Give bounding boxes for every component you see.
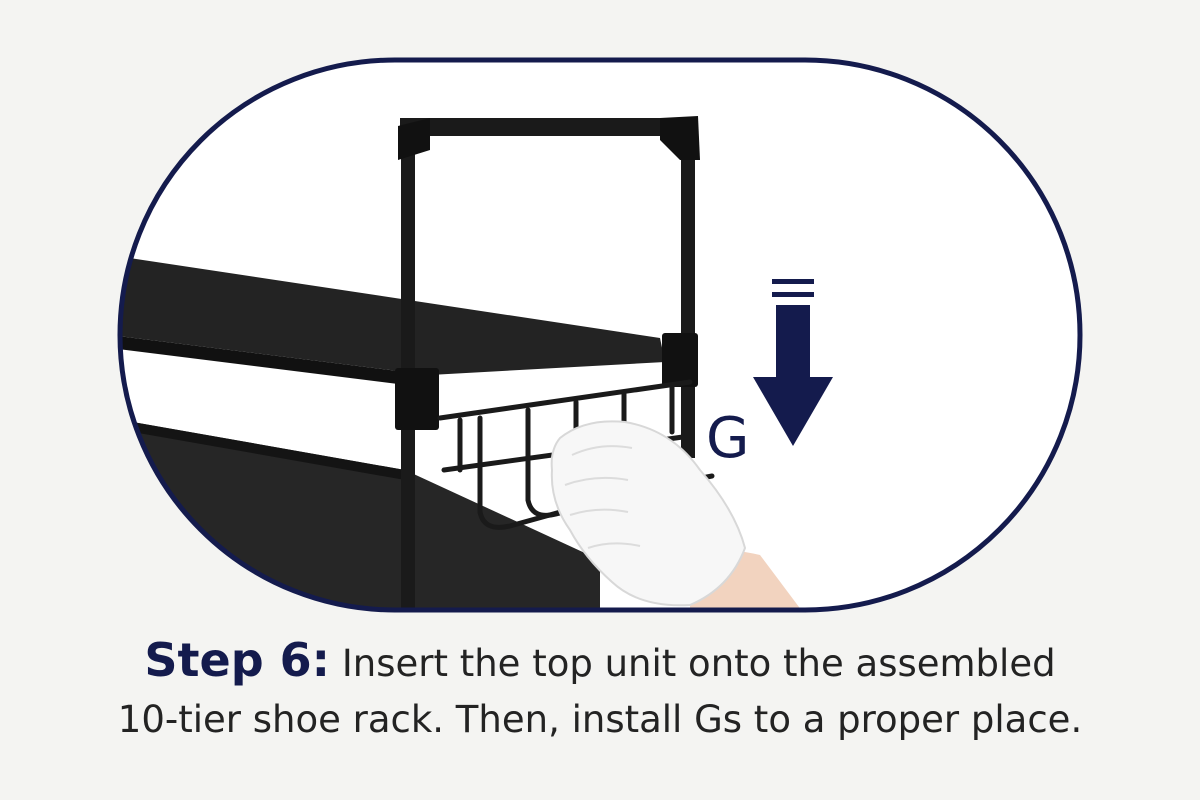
top-right-joint: [660, 116, 700, 160]
caption-line-1: Step 6: Insert the top unit onto the ass…: [0, 632, 1200, 692]
rack-scene: [120, 116, 805, 610]
right-pole: [681, 128, 695, 458]
caption-line-2: 10-tier shoe rack. Then, install Gs to a…: [117, 698, 1083, 741]
pill-frame-border: [117, 57, 1083, 613]
upper-shelf-edge: [120, 335, 430, 388]
lower-shelf-top-edge: [120, 418, 405, 480]
step-label: Step 6:: [144, 633, 331, 687]
upper-shelf: [120, 255, 665, 375]
top-bar: [400, 118, 698, 136]
down-arrow-icon: [753, 279, 833, 446]
top-left-joint: [398, 118, 430, 160]
left-connector: [395, 368, 439, 430]
part-label-g: G: [706, 406, 749, 471]
assembly-illustration: G: [117, 57, 1083, 613]
gloved-hand: [550, 420, 747, 607]
right-connector: [662, 333, 698, 387]
caption-line-1-text: Insert the top unit onto the assembled: [341, 642, 1056, 685]
instruction-caption: Step 6: Insert the top unit onto the ass…: [0, 632, 1200, 748]
